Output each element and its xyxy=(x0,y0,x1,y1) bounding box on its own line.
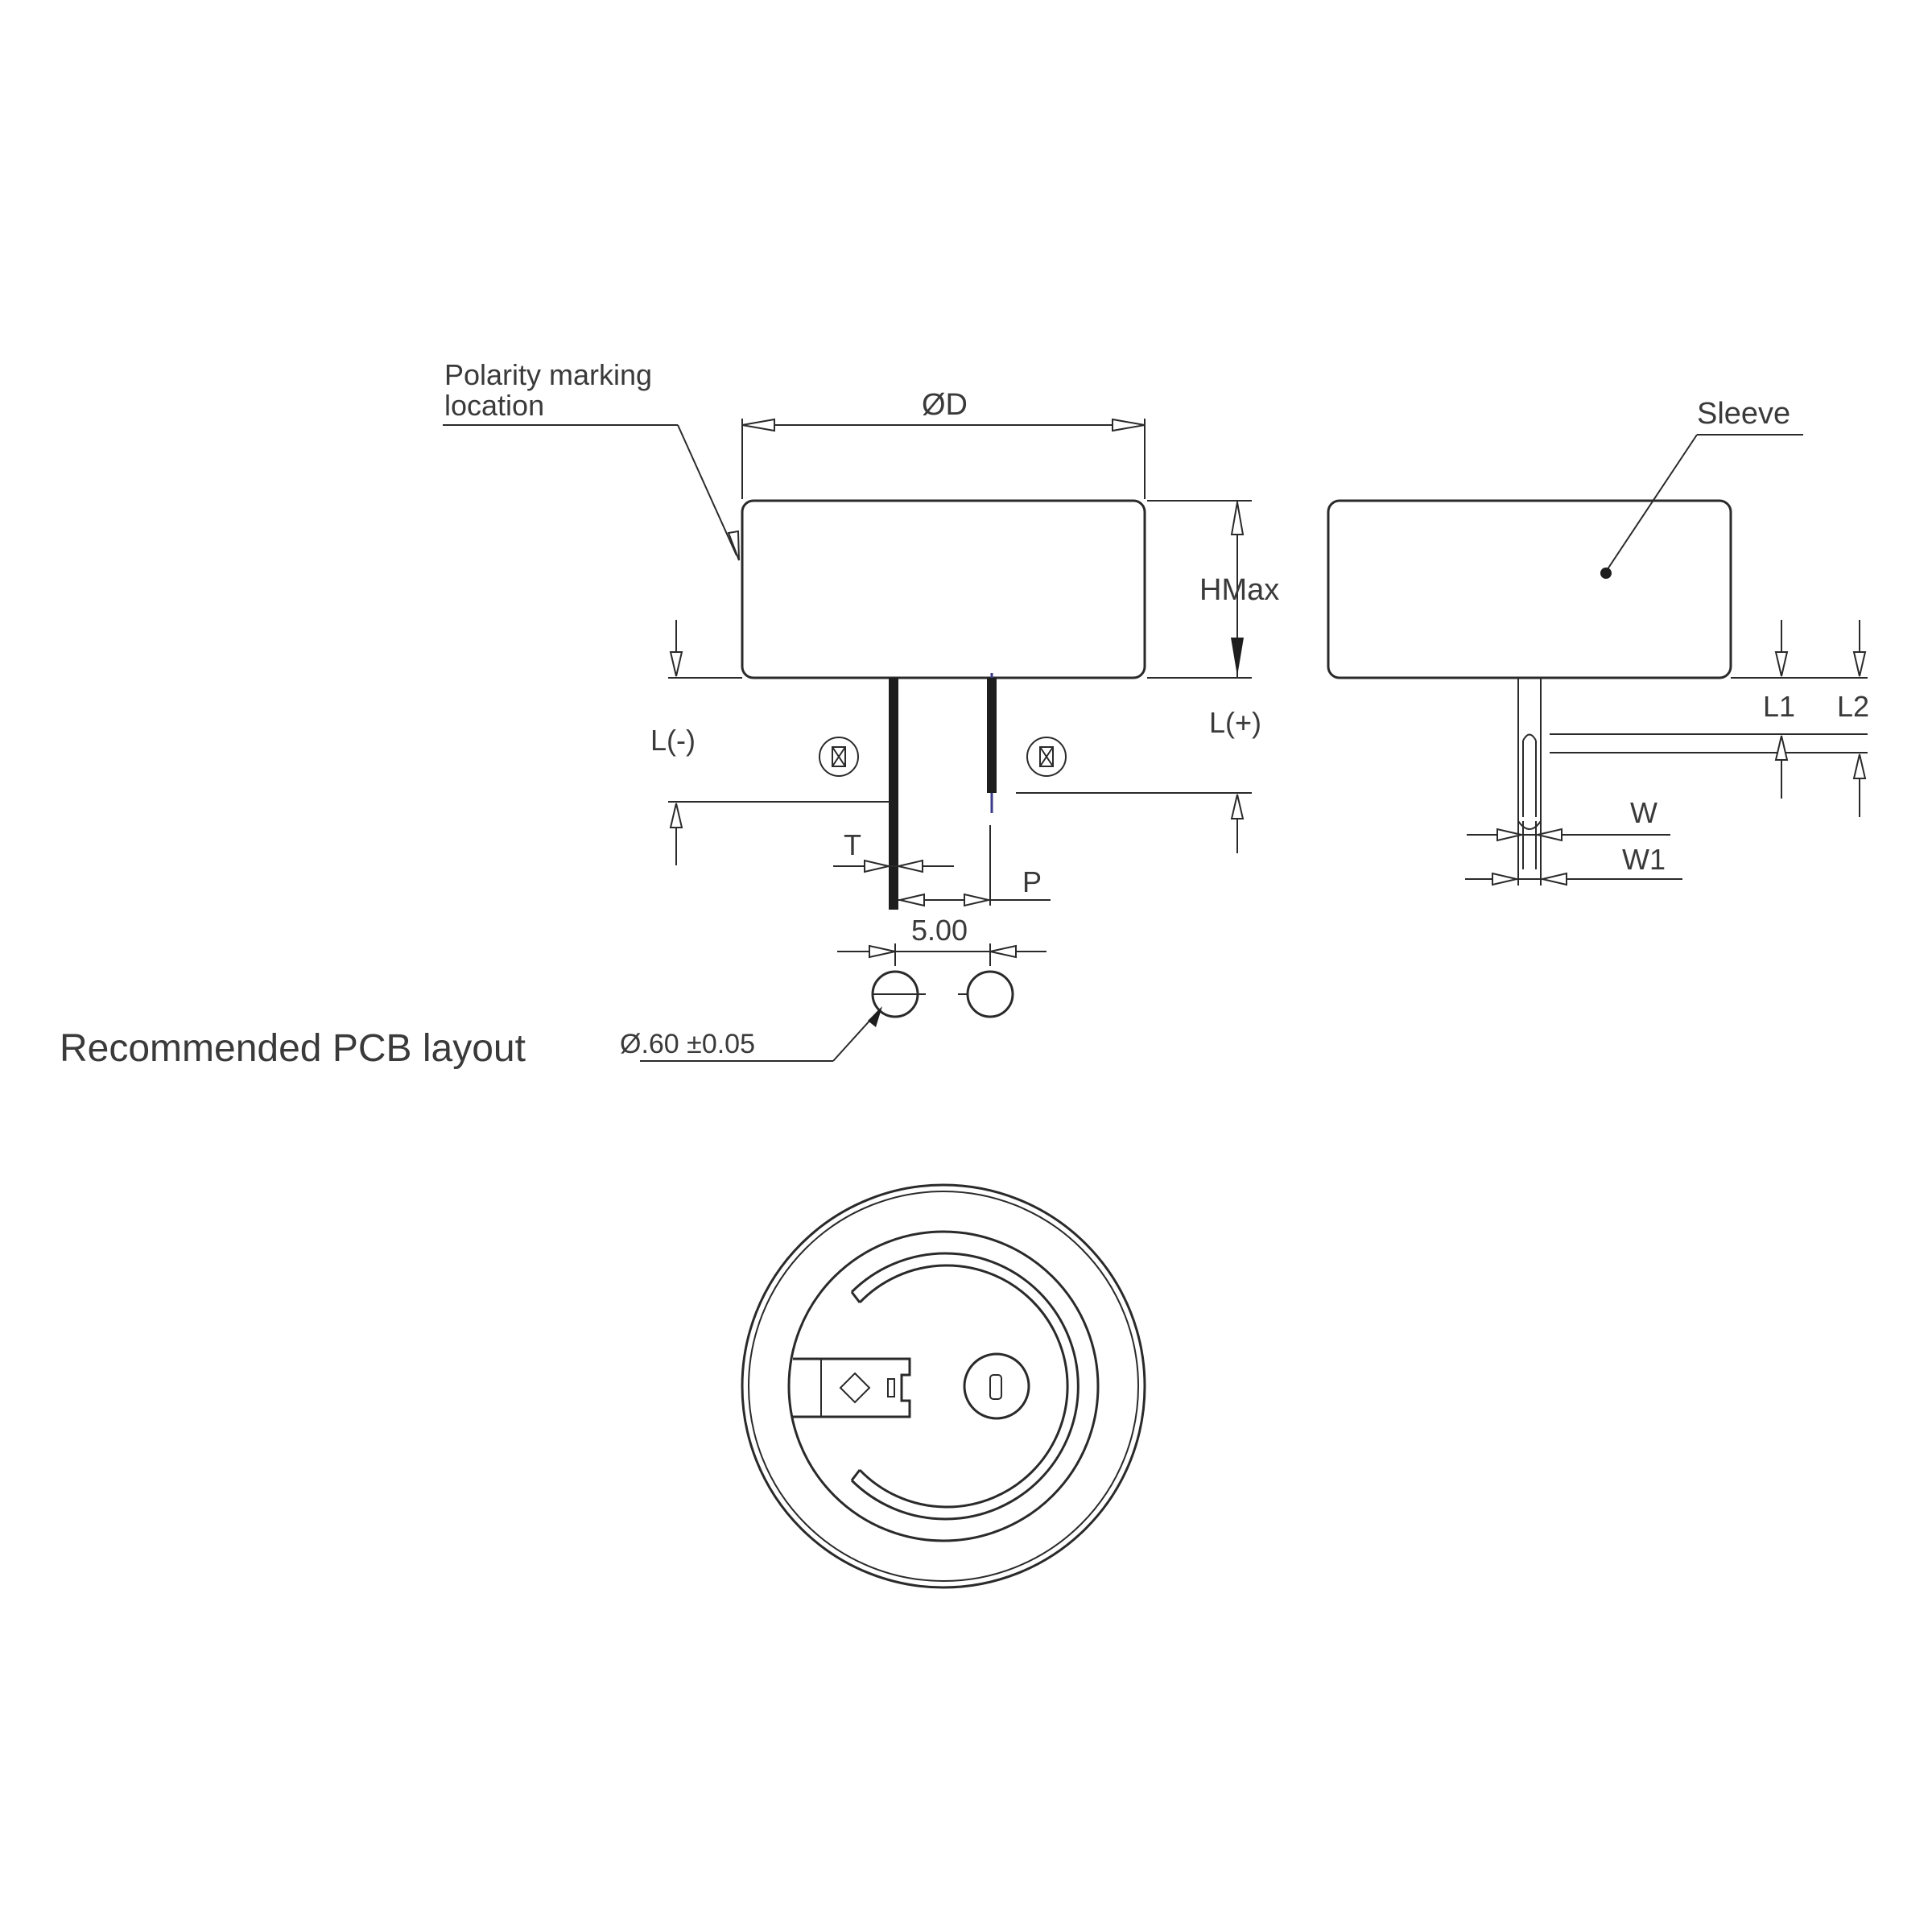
p-dimension xyxy=(898,825,1051,907)
l-plus-dimension xyxy=(1016,792,1252,853)
t-label: T xyxy=(844,828,861,861)
side-body xyxy=(1327,499,1732,679)
bottom-inner-ring xyxy=(787,1230,1100,1542)
pitch-label: 5.00 xyxy=(911,914,968,947)
side-lead xyxy=(1517,678,1542,830)
pcb-layout: 5.00 Ø.60 ±0.05 Recommended PCB layout xyxy=(60,914,1046,1070)
hmax-label: HMax xyxy=(1199,573,1279,607)
w1-label: W1 xyxy=(1622,843,1666,876)
positive-terminal xyxy=(963,1352,1030,1420)
polarity-leader xyxy=(443,424,740,561)
front-view: Polarity marking location ØD HMax L(-) L… xyxy=(443,358,1279,910)
side-view: Sleeve L1 L2 xyxy=(1327,397,1869,886)
hole-dia-label: Ø.60 ±0.05 xyxy=(620,1029,755,1059)
diameter-dimension xyxy=(741,418,1146,499)
sleeve-leader xyxy=(1600,434,1803,579)
diameter-label: ØD xyxy=(922,388,968,422)
polarity-label-line2: location xyxy=(444,389,544,422)
l-minus-dimension xyxy=(668,620,890,865)
pcb-layout-title: Recommended PCB layout xyxy=(60,1027,526,1070)
l1-l2-dimension xyxy=(1550,620,1868,817)
bottom-view xyxy=(741,1183,1146,1589)
l-minus-label: L(-) xyxy=(650,724,696,757)
w-label: W xyxy=(1630,796,1657,829)
w-w1-dimension xyxy=(1465,821,1682,886)
t-dimension xyxy=(833,859,954,873)
negative-marker-icon xyxy=(819,737,859,777)
bottom-outer-ring xyxy=(741,1183,1146,1589)
negative-terminal-tab xyxy=(793,1357,911,1418)
positive-marker-icon xyxy=(1026,737,1067,777)
hole-dia-leader xyxy=(640,1006,882,1062)
hmax-dimension xyxy=(1147,500,1252,679)
sleeve-label: Sleeve xyxy=(1697,397,1790,431)
l1-label: L1 xyxy=(1763,690,1795,723)
polarity-label-line1: Polarity marking xyxy=(444,358,652,391)
p-label: P xyxy=(1022,865,1042,898)
l2-label: L2 xyxy=(1837,690,1869,723)
l-plus-label: L(+) xyxy=(1209,706,1261,739)
pcb-hole-positive xyxy=(966,970,1014,1018)
front-body xyxy=(741,499,1146,679)
